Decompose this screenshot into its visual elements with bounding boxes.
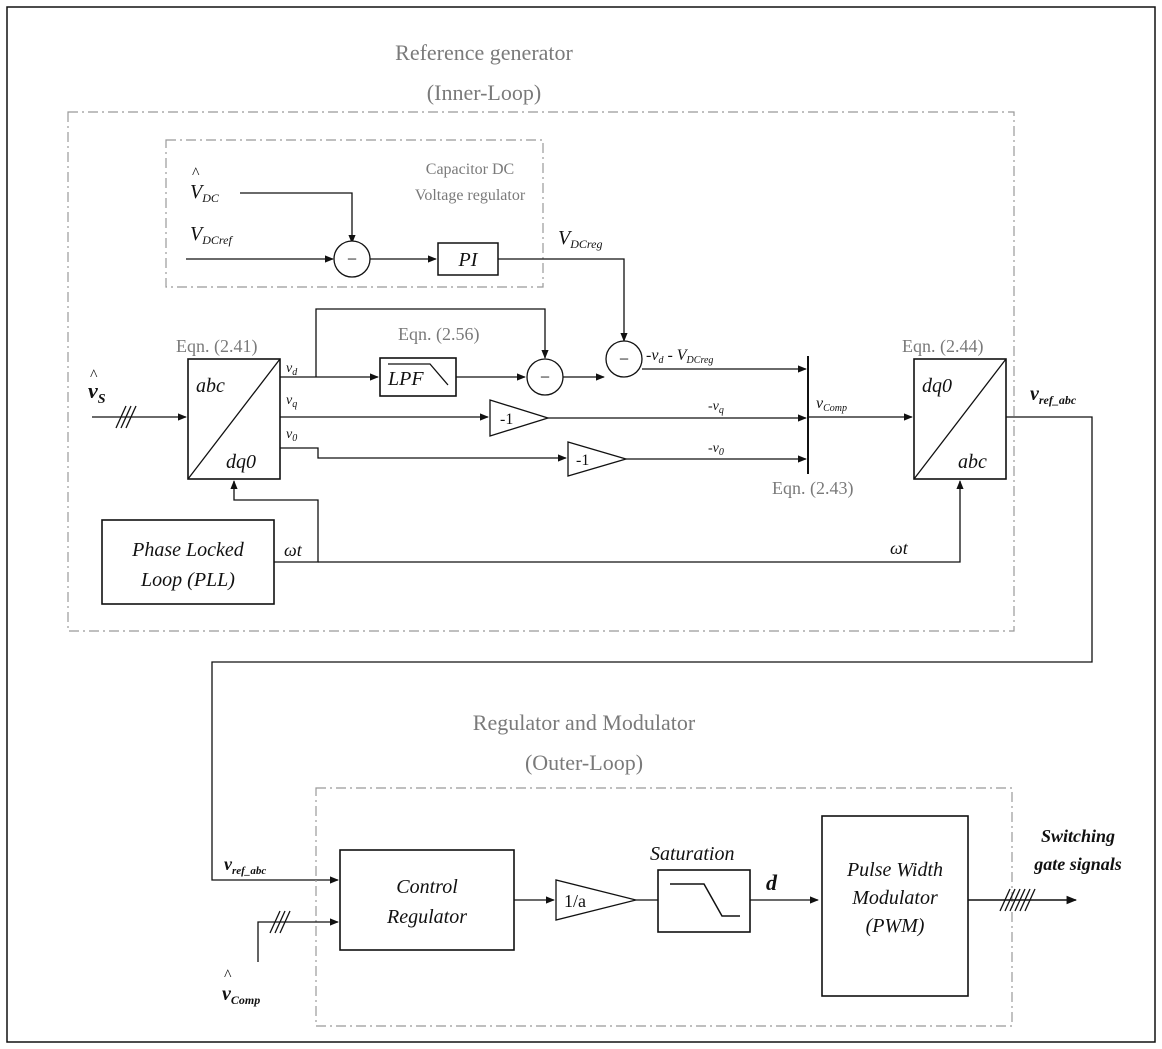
v0-label: v0	[286, 427, 297, 444]
eqn-244-label: Eqn. (2.44)	[902, 336, 983, 357]
vdc-hat-mark: ^	[192, 165, 200, 182]
saturation-label: Saturation	[650, 843, 734, 865]
d-label: d	[766, 870, 778, 895]
eqn-256-label: Eqn. (2.56)	[398, 324, 479, 345]
vdc-hat-label: VDC	[190, 181, 220, 205]
vd-label: vd	[286, 361, 298, 378]
vcomp-bus-mark	[269, 910, 291, 934]
pwm-label-3: (PWM)	[866, 915, 925, 937]
gain-0-label: -1	[576, 452, 589, 469]
v0-line	[280, 447, 567, 462]
vdcreg-label: VDCreg	[558, 227, 602, 251]
inner-loop-title-1: Reference generator	[395, 40, 573, 65]
pll-label-2: Loop (PLL)	[140, 569, 235, 591]
vdcref-label: VDCref	[190, 223, 233, 247]
pi-block	[437, 242, 499, 276]
inner-loop-region	[67, 111, 1015, 632]
vref-abc-route-line	[211, 416, 1093, 884]
dc-regulator-region	[165, 139, 544, 288]
pwm-label-1: Pulse Width	[846, 859, 943, 881]
pll-to-abc-line	[230, 480, 319, 563]
pll-label-1: Phase Locked	[131, 539, 245, 561]
vq-label: vq	[286, 393, 297, 410]
outer-loop-title-1: Regulator and Modulator	[473, 710, 696, 735]
vs-bus-mark	[115, 405, 137, 429]
vcomp-hat-mark: ^	[224, 967, 232, 984]
pwm-block	[821, 815, 969, 997]
vd-expr-label: -vd - VDCreg	[646, 347, 713, 366]
control-label-1: Control	[396, 876, 458, 898]
omega-t-out-label: ωt	[890, 538, 909, 558]
gain-0-triangle	[567, 441, 629, 477]
vcomp-in-line	[257, 918, 339, 962]
pi-output-line	[498, 258, 628, 342]
gain-q-label: -1	[500, 411, 513, 428]
dc-reg-summing-sign: −	[619, 349, 629, 369]
dq0-label: dq0	[226, 451, 256, 473]
pll-block	[101, 519, 275, 605]
neg-vq-label: -vq	[708, 399, 724, 416]
vs-label: vS	[88, 378, 106, 407]
control-regulator-block	[339, 849, 515, 951]
page-border	[6, 6, 1156, 1043]
vcomp-in-label: vComp	[222, 983, 260, 1007]
gain-1-over-a-label: 1/a	[564, 891, 586, 911]
control-label-2: Regulator	[386, 906, 467, 928]
vref-abc-in-label: vref_abc	[224, 854, 266, 877]
vdc-line	[240, 192, 356, 244]
vs-hat-mark: ^	[90, 367, 98, 384]
lpf-label: LPF	[387, 368, 424, 390]
dq0-abc-diagonal	[913, 358, 1007, 480]
abc-label: abc	[196, 375, 225, 397]
saturation-curve	[670, 883, 740, 917]
dc-regulator-title-1: Capacitor DC	[426, 161, 514, 178]
saturation-block	[657, 869, 751, 933]
eqn-241-label: Eqn. (2.41)	[176, 336, 257, 357]
pwm-label-2: Modulator	[851, 887, 938, 909]
inv-abc-label: abc	[958, 451, 987, 473]
dc-summing-sign: −	[347, 249, 357, 269]
inner-loop-title-2: (Inner-Loop)	[427, 80, 541, 105]
output-label-2: gate signals	[1033, 854, 1122, 874]
output-label-1: Switching	[1041, 826, 1115, 846]
vd-bypass-line	[315, 308, 549, 377]
vcomp-label: vComp	[816, 395, 847, 414]
outer-loop-title-2: (Outer-Loop)	[525, 750, 643, 775]
neg-v0-label: -v0	[708, 441, 724, 458]
inv-dq0-label: dq0	[922, 375, 952, 397]
dc-reg-summing-junction	[605, 340, 643, 378]
ac-summing-sign: −	[540, 367, 550, 387]
gate-bus-mark	[999, 888, 1036, 912]
dc-regulator-title-2: Voltage regulator	[415, 187, 526, 204]
vref-abc-label: vref_abc	[1030, 383, 1077, 407]
gain-q-triangle	[489, 399, 551, 437]
abc-dq0-diagonal	[187, 358, 281, 480]
lpf-curve	[388, 363, 449, 386]
omega-t-pll-label: ωt	[284, 540, 303, 560]
gain-1-over-a-triangle	[555, 879, 637, 921]
pll-to-inv-line	[318, 480, 964, 563]
eqn-243-label: Eqn. (2.43)	[772, 478, 853, 499]
pi-label: PI	[458, 249, 479, 271]
